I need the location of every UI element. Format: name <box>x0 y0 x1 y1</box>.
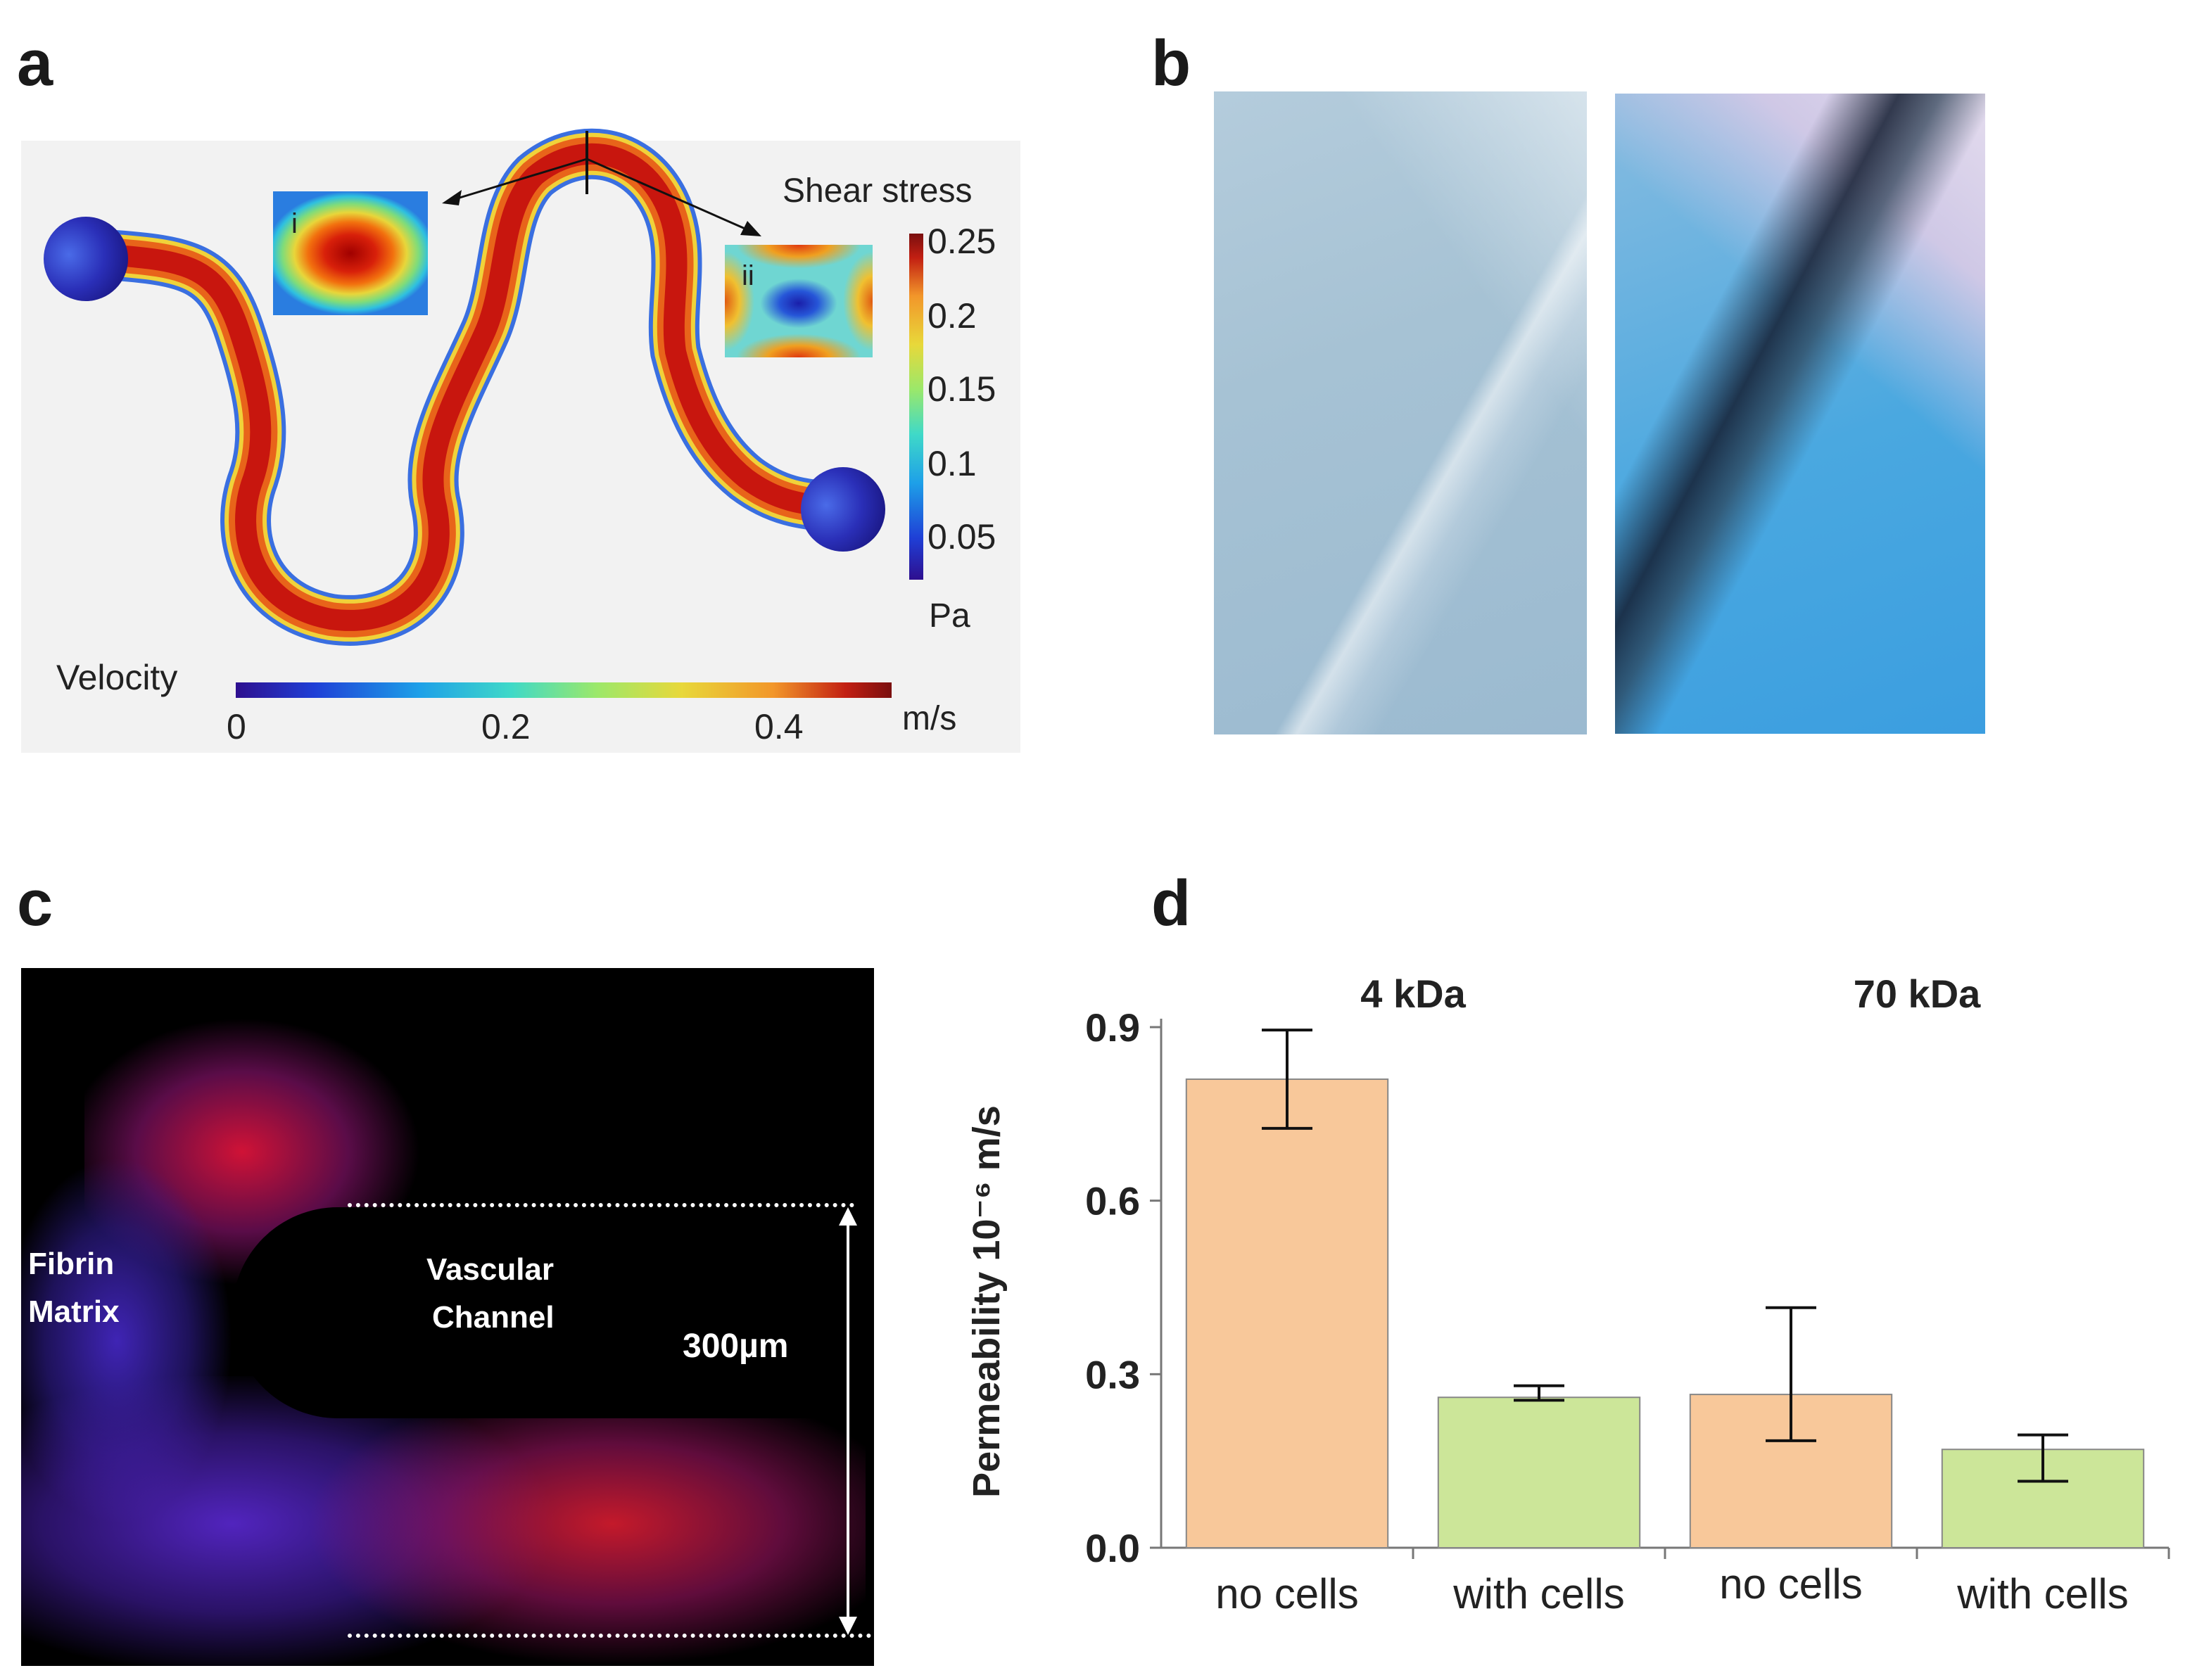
shear-tick-2: 0.15 <box>927 369 996 409</box>
y-tick-label-1: 0.3 <box>1085 1352 1140 1396</box>
y-tick-label-0: 0.0 <box>1085 1526 1140 1570</box>
channel-core <box>95 143 855 631</box>
scale-arrow <box>839 1207 857 1635</box>
shear-tick-0: 0.25 <box>927 222 996 261</box>
y-tick-label-2: 0.6 <box>1085 1179 1140 1223</box>
y-axis-label: Permeability 10⁻⁶ m/s <box>965 1105 1008 1498</box>
panel-letter-a: a <box>17 27 53 99</box>
scale-label: 300µm <box>683 1328 789 1365</box>
channel-top-boundary <box>348 1203 854 1207</box>
shear-tick-4: 0.05 <box>927 517 996 556</box>
vascular-label-line1: Vascular <box>426 1252 555 1287</box>
panel-letter-d: d <box>1151 867 1191 939</box>
cross-section-inset-ii <box>725 245 873 357</box>
channel-photo-with-cells <box>1615 94 1985 734</box>
inset-ii-label: ii <box>742 260 754 291</box>
category-label-3: with cells <box>1956 1570 2128 1617</box>
fibrin-label-line2: Matrix <box>28 1294 120 1329</box>
velocity-tick-1: 0.2 <box>481 707 531 746</box>
vascular-lumen <box>232 1207 874 1418</box>
velocity-tick-2: 0.4 <box>754 707 804 746</box>
arrowhead-ii <box>740 221 761 236</box>
category-label-2: no cells <box>1719 1560 1862 1608</box>
inset-i-label: i <box>291 208 298 239</box>
velocity-colorbar <box>236 682 892 698</box>
category-label-0: no cells <box>1215 1570 1358 1617</box>
channel-photo-without-cells <box>1214 91 1587 734</box>
arrowhead-i <box>442 190 462 205</box>
channel-bottom-boundary <box>348 1634 871 1638</box>
y-tick-label-3: 0.9 <box>1085 1005 1140 1050</box>
confocal-image <box>21 968 874 1666</box>
stain-region-bottom <box>21 1376 866 1666</box>
shear-colorbar <box>909 234 923 580</box>
group-label-1: 70 kDa <box>1854 972 1981 1016</box>
vascular-label-line2: Channel <box>432 1300 555 1335</box>
shear-tick-3: 0.1 <box>927 444 977 483</box>
group-label-0: 4 kDa <box>1360 972 1466 1016</box>
shear-stress-title: Shear stress <box>783 172 973 210</box>
velocity-unit: m/s <box>902 700 957 737</box>
bar-1 <box>1437 1396 1641 1548</box>
category-label-1: with cells <box>1452 1570 1624 1617</box>
arrow-to-inset-i <box>450 158 588 202</box>
shear-unit: Pa <box>929 597 970 635</box>
bar-0 <box>1185 1078 1389 1548</box>
velocity-label: Velocity <box>56 658 178 697</box>
panel-letter-c: c <box>17 867 53 939</box>
arrow-to-inset-ii <box>586 158 754 234</box>
velocity-tick-0: 0 <box>227 707 246 746</box>
panel-letter-b: b <box>1151 27 1191 99</box>
fibrin-label-line1: Fibrin <box>28 1247 115 1281</box>
shear-tick-1: 0.2 <box>927 296 977 336</box>
cross-section-inset-i <box>273 191 428 315</box>
channel-shape <box>44 128 885 646</box>
inlet-port <box>44 217 128 301</box>
outlet-port <box>801 467 885 552</box>
